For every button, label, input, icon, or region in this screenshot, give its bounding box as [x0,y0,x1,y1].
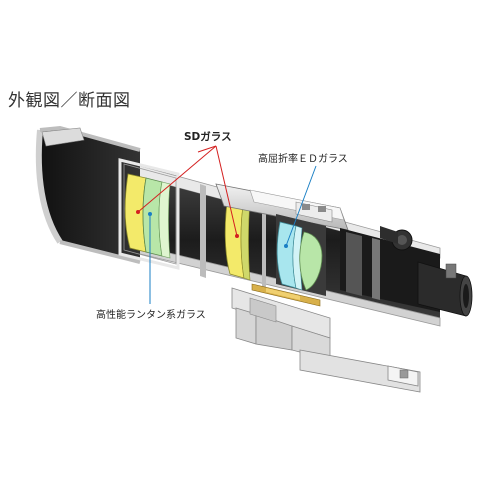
objective-cell [118,158,180,270]
label-sd-glass: SDガラス [184,130,232,143]
rear-cell-housing [215,183,349,231]
baffle-rings [200,184,266,292]
ed-lens-group [276,214,326,296]
leader-lines [136,145,317,304]
focuser-drawtube [340,226,473,317]
mount-bracket [231,287,421,393]
page-title: 外観図／断面図 [8,91,131,111]
focuser-rack [251,283,321,307]
lens-hood [35,125,141,264]
objective-lenses [124,173,171,259]
label-ed-glass: 高屈折率ＥＤガラス [258,152,348,165]
sd-lens [224,195,251,281]
label-lanthanum-glass: 高性能ランタン系ガラス [96,308,206,321]
